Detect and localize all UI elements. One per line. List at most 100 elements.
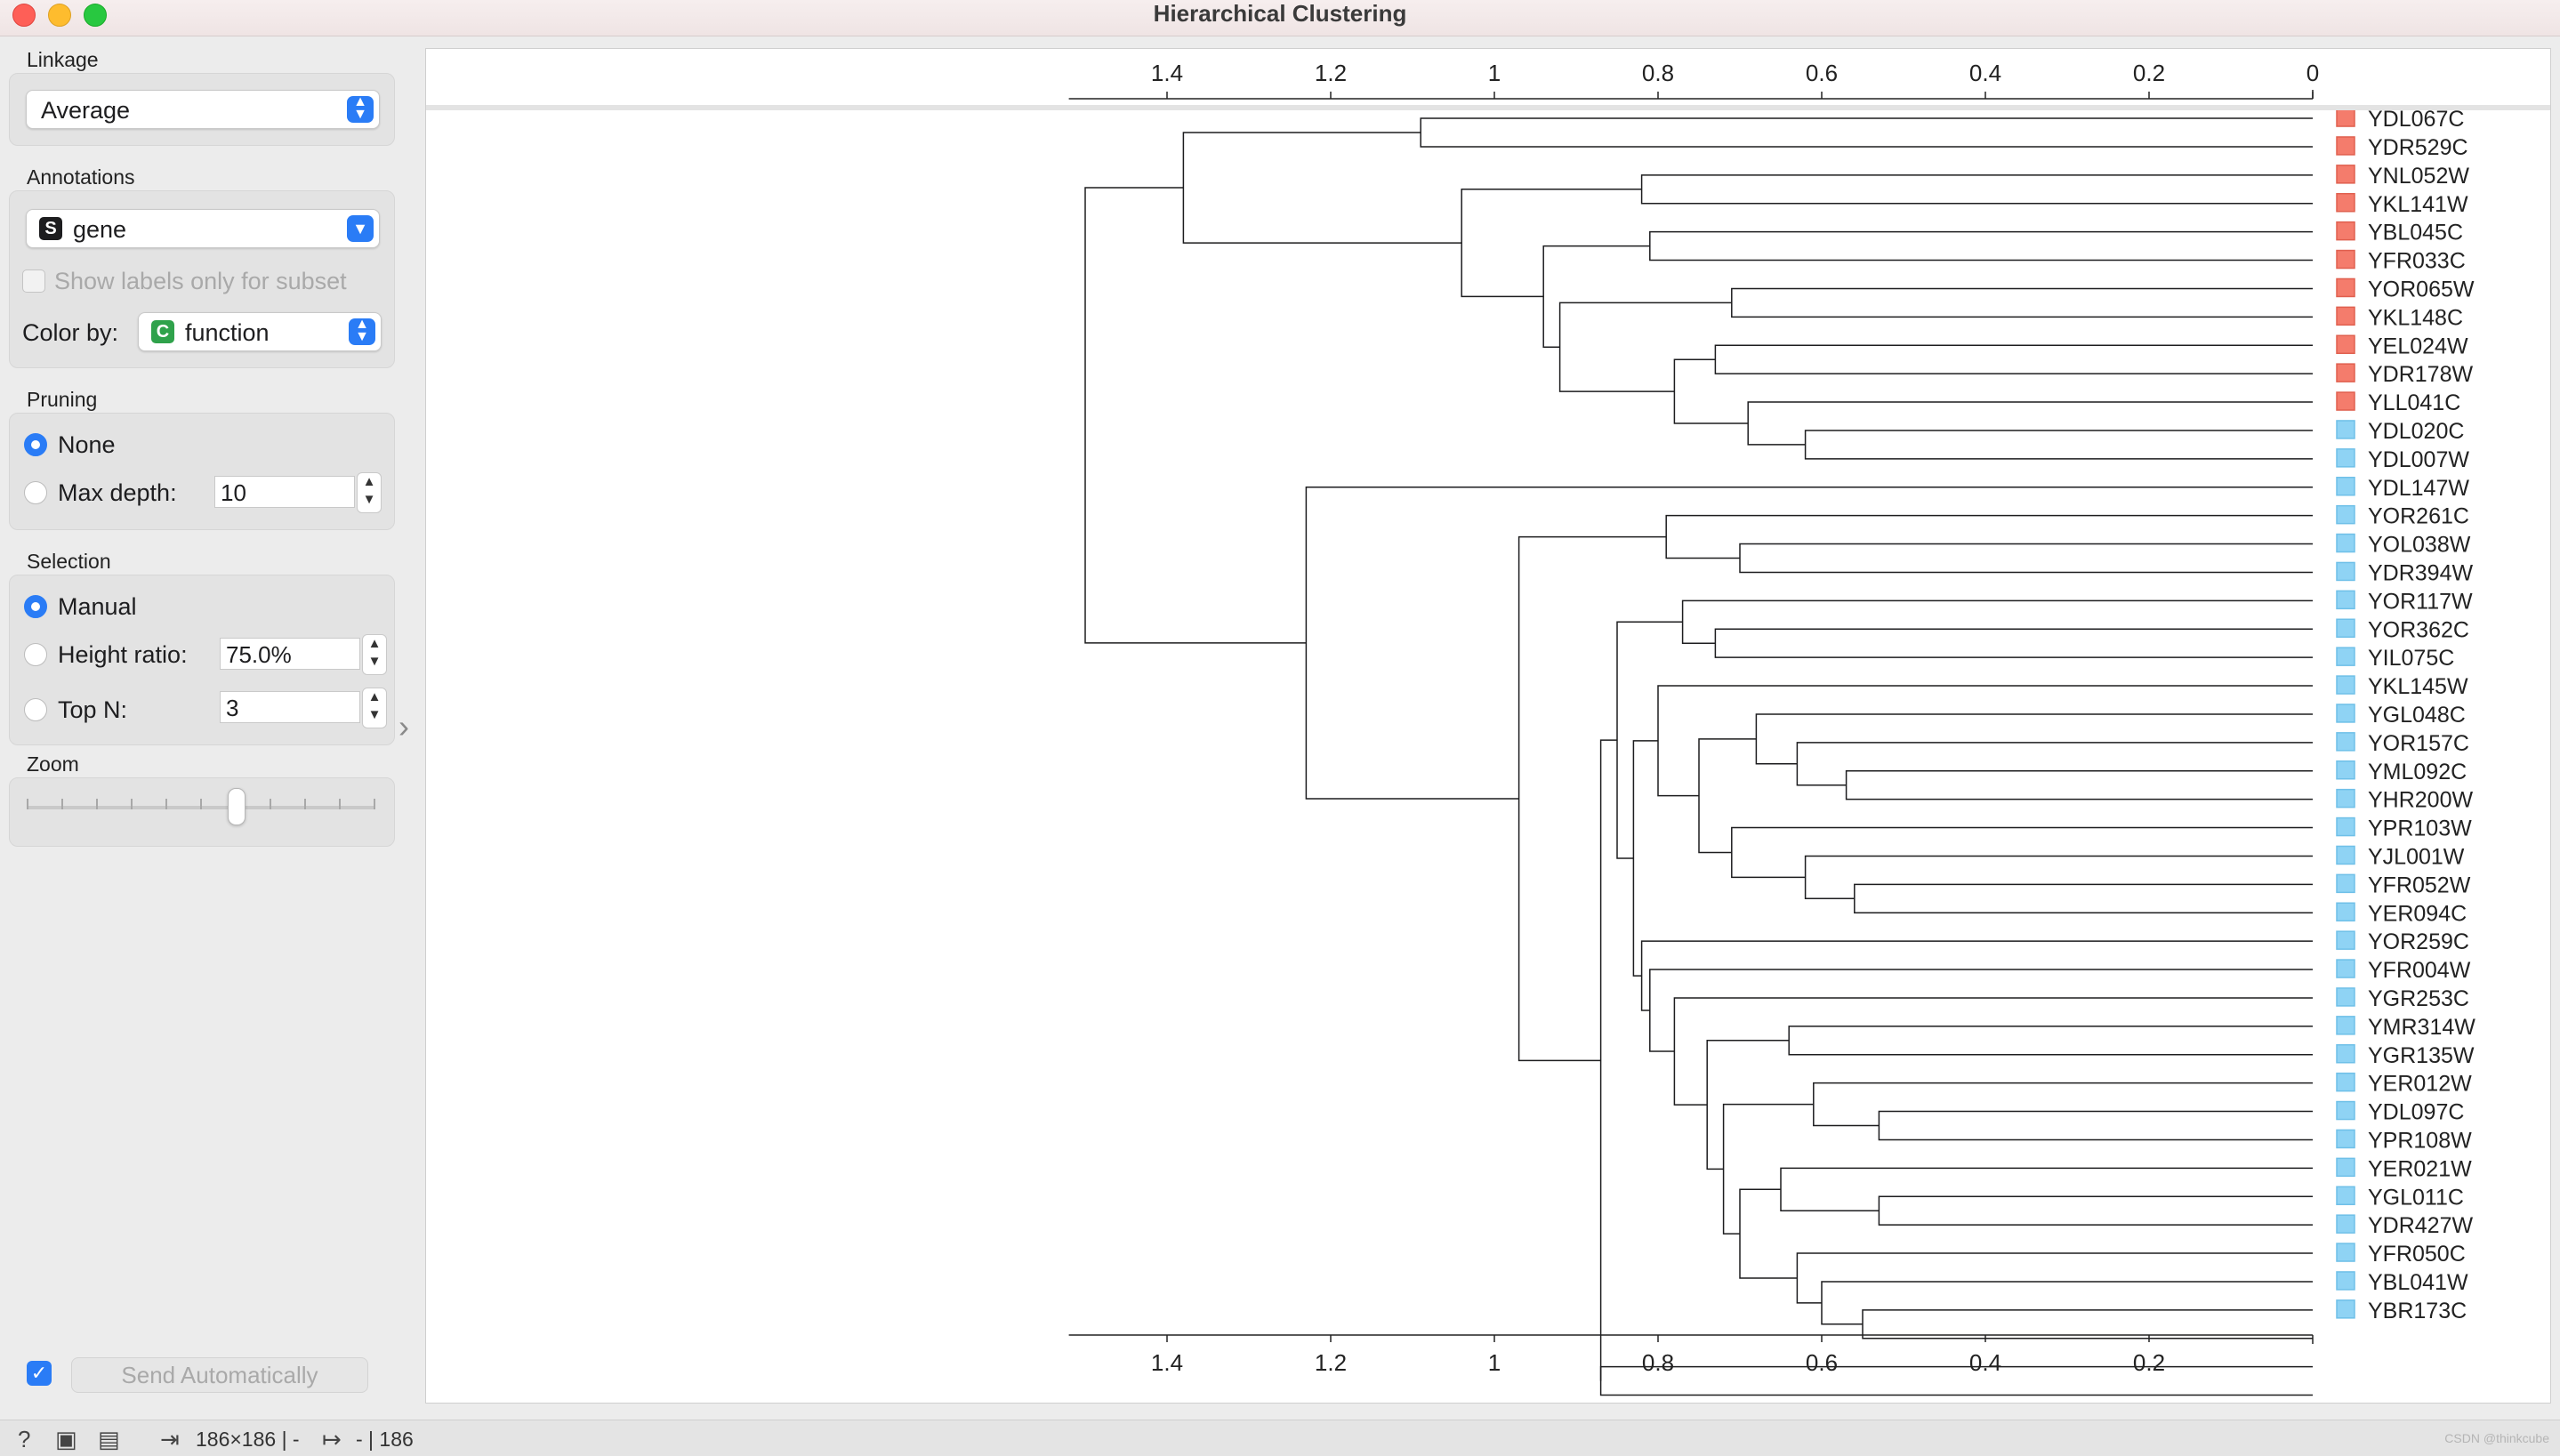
dendrogram-branch[interactable] [1305,487,2313,800]
leaf-label[interactable]: YOR261C [2368,504,2469,529]
leaf-color-swatch[interactable] [2336,760,2355,780]
leaf-label[interactable]: YNL052W [2368,164,2469,189]
leaf-label[interactable]: YMR314W [2368,1015,2475,1040]
height-ratio-radio[interactable] [24,643,47,666]
leaf-color-swatch[interactable] [2336,1214,2355,1234]
leaf-label[interactable]: YFR033C [2368,249,2466,274]
dendrogram-branch[interactable] [1599,1365,2313,1396]
save-icon[interactable]: ▣ [55,1426,77,1452]
dendrogram-branch[interactable] [1821,1281,2313,1325]
leaf-color-swatch[interactable] [2336,1157,2355,1178]
leaf-color-swatch[interactable] [2336,845,2355,865]
leaf-color-swatch[interactable] [2336,1271,2355,1291]
leaf-label[interactable]: YDL067C [2368,107,2464,132]
dendrogram-branch[interactable] [1649,230,2313,261]
dendrogram-branch[interactable] [1714,628,2313,658]
leaf-label[interactable]: YKL148C [2368,305,2463,330]
zoom-window-button[interactable] [84,4,107,27]
dendrogram-branch[interactable] [1722,1103,1814,1235]
leaf-color-swatch[interactable] [2336,959,2355,978]
leaf-color-swatch[interactable] [2336,873,2355,894]
leaf-color-swatch[interactable] [2336,816,2355,837]
dendrogram-branch[interactable] [1780,1167,2313,1211]
dendrogram-branch[interactable] [1796,1252,2313,1304]
leaf-label[interactable]: YDR178W [2368,362,2473,387]
send-automatically-checkbox[interactable]: ✓ [27,1361,52,1386]
leaf-color-swatch[interactable] [2336,675,2355,695]
dendrogram-branch[interactable] [1804,855,2313,900]
leaf-color-swatch[interactable] [2336,788,2355,808]
leaf-label[interactable]: YDR394W [2368,560,2473,585]
leaf-label[interactable]: YOL038W [2368,533,2471,558]
annotations-combo[interactable]: S gene ▼ [26,209,380,248]
dendrogram-branch[interactable] [1673,358,1749,424]
dendrogram-branch[interactable] [1517,535,1667,1062]
leaf-color-swatch[interactable] [2336,477,2355,496]
dendrogram-branch[interactable] [1813,1082,2313,1127]
dendrogram-branch[interactable] [1739,1188,1798,1279]
dendrogram-branch[interactable] [1804,430,2313,460]
dendrogram-branch[interactable] [1420,117,2313,148]
dendrogram-branch[interactable] [1084,187,1307,644]
dendrogram-branch[interactable] [1731,826,2313,879]
leaf-color-swatch[interactable] [2336,1186,2355,1205]
leaf-label[interactable]: YIL075C [2368,646,2454,671]
color-by-combo[interactable]: C function ▲▼ [138,312,382,351]
zoom-slider-thumb[interactable] [228,788,246,825]
leaf-label[interactable]: YDL147W [2368,476,2469,501]
dendrogram-branch[interactable] [1845,770,2313,800]
dendrogram-branch[interactable] [1731,287,2313,318]
leaf-color-swatch[interactable] [2336,1072,2355,1092]
dendrogram-branch[interactable] [1599,739,1617,1381]
leaf-color-swatch[interactable] [2336,647,2355,666]
leaf-label[interactable]: YOR117W [2368,589,2473,614]
dendrogram-branch[interactable] [1739,543,2313,574]
leaf-label[interactable]: YPR108W [2368,1128,2472,1153]
dendrogram-branch[interactable] [1673,997,2313,1106]
help-icon[interactable]: ? [18,1426,31,1452]
leaf-label[interactable]: YDL020C [2368,419,2464,444]
top-n-stepper[interactable]: ▲▼ [362,688,387,728]
dendrogram-branch[interactable] [1747,401,2313,446]
dendrogram-branch[interactable] [1558,302,1732,392]
leaf-color-swatch[interactable] [2336,504,2355,525]
dendrogram-branch[interactable] [1878,1195,2313,1226]
dendrogram-branch[interactable] [1461,189,1642,298]
leaf-color-swatch[interactable] [2336,193,2355,213]
dendrogram-branch[interactable] [1681,599,2313,644]
leaf-color-swatch[interactable] [2336,1299,2355,1319]
leaf-label[interactable]: YER021W [2368,1156,2472,1181]
leaf-label[interactable]: YFR052W [2368,873,2471,897]
leaf-color-swatch[interactable] [2336,165,2355,184]
dendrogram-branch[interactable] [1649,969,2313,1052]
max-depth-stepper[interactable]: ▲▼ [357,472,382,513]
leaf-label[interactable]: YKL141W [2368,192,2468,217]
leaf-label[interactable]: YOR157C [2368,731,2469,756]
leaf-color-swatch[interactable] [2336,533,2355,553]
leaf-label[interactable]: YHR200W [2368,788,2473,813]
height-ratio-input[interactable]: 75.0% [220,638,360,670]
leaf-label[interactable]: YEL024W [2368,334,2468,358]
leaf-label[interactable]: YPR103W [2368,816,2472,841]
leaf-color-swatch[interactable] [2336,249,2355,269]
leaf-color-swatch[interactable] [2336,987,2355,1007]
dendrogram-branch[interactable] [1755,713,2313,765]
leaf-label[interactable]: YDL097C [2368,1100,2464,1125]
leaf-label[interactable]: YGR253C [2368,986,2469,1011]
close-window-button[interactable] [12,4,36,27]
pruning-none-radio[interactable] [24,433,47,456]
leaf-label[interactable]: YBR173C [2368,1299,2467,1323]
dendrogram-branch[interactable] [1665,514,2313,559]
leaf-label[interactable]: YGL048C [2368,703,2466,728]
leaf-label[interactable]: YOR362C [2368,617,2469,642]
leaf-label[interactable]: YJL001W [2368,844,2465,869]
leaf-color-swatch[interactable] [2336,618,2355,638]
dendrogram-branch[interactable] [1640,940,2313,1011]
leaf-label[interactable]: YOR259C [2368,929,2469,954]
manual-selection-radio[interactable] [24,595,47,618]
leaf-color-swatch[interactable] [2336,930,2355,950]
collapse-panel-chevron-icon[interactable]: › [398,708,409,744]
leaf-color-swatch[interactable] [2336,704,2355,723]
top-n-input[interactable]: 3 [220,691,360,723]
leaf-label[interactable]: YFR050C [2368,1242,2466,1267]
